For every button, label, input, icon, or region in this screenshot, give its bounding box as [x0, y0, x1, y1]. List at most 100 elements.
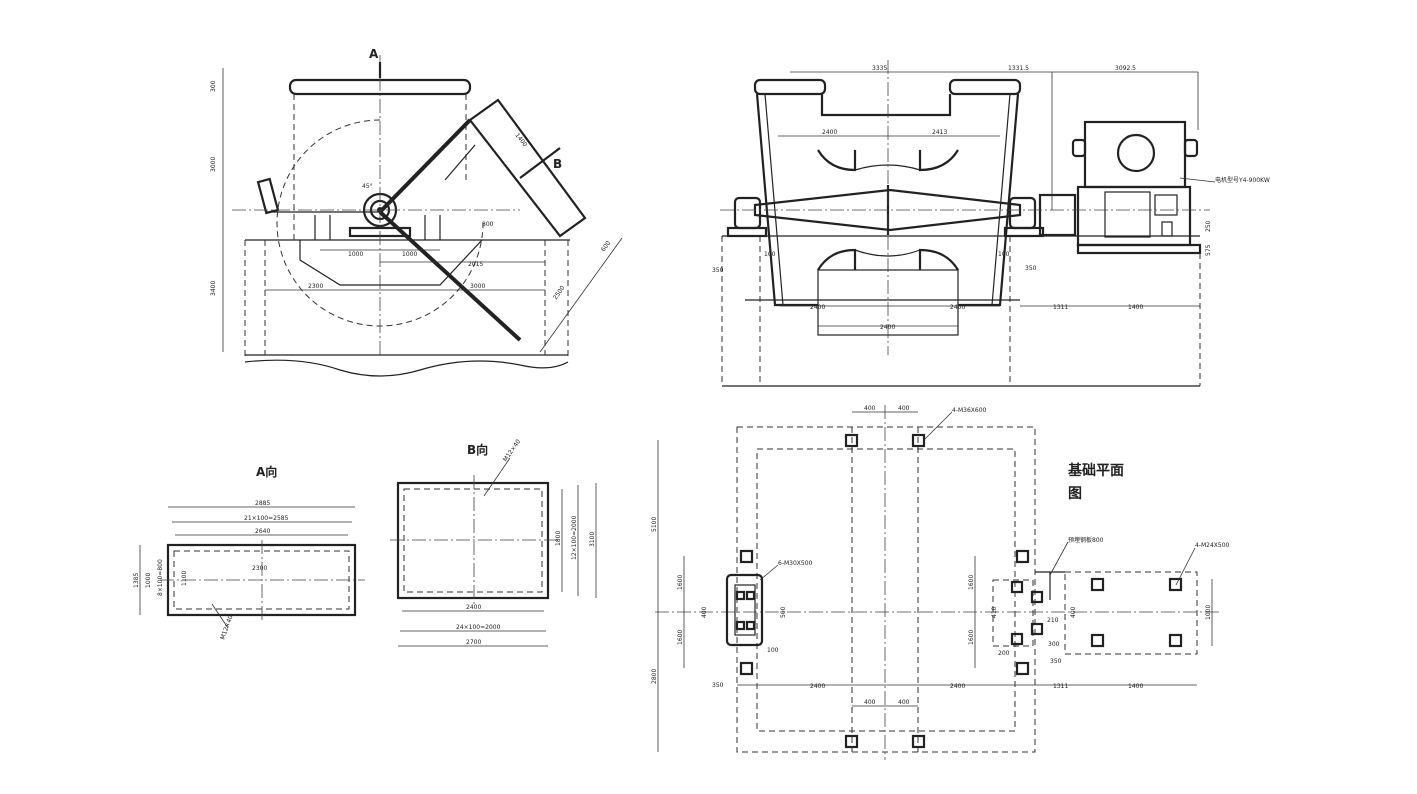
fp-dim-400e: 400: [701, 606, 708, 618]
a-dim-1000: 1000: [145, 573, 152, 588]
fp-dim-300: 300: [1048, 641, 1060, 648]
a-dim-2885: 2885: [255, 500, 270, 507]
fv-angle: 45°: [362, 183, 373, 190]
sv-dim-350a: 350: [712, 267, 724, 274]
coupling: [1038, 193, 1077, 237]
b-dim-24x: 24×100=2000: [456, 624, 501, 631]
fp-dim-2400b: 2400: [950, 683, 965, 690]
fp-dim-400d: 400: [898, 699, 910, 706]
break-line: [244, 359, 569, 377]
fp-dim-2400a: 2400: [810, 683, 825, 690]
fv-dim-2015: 2015: [468, 261, 483, 268]
sv-dim-3335: 3335: [872, 65, 887, 72]
fp-dim-2800: 2800: [651, 669, 658, 684]
right-bearing: [1008, 196, 1037, 230]
fp-dim-1311: 1311: [1053, 683, 1068, 690]
fv-dim-1400: 1400: [513, 132, 528, 148]
sv-dim-1400: 1400: [1128, 304, 1143, 311]
sv-dim-100b: 100: [998, 251, 1010, 258]
fv-dim-2500: 2500: [552, 284, 567, 301]
fv-dim-3000b: 3000: [470, 283, 485, 290]
sv-dim-1311: 1311: [1053, 304, 1068, 311]
view-a: A向 2885 21×100=2585 2640 2300 1385 1000 …: [133, 464, 365, 641]
fp-dim-100: 100: [767, 647, 779, 654]
fv-dim-3000: 3000: [210, 157, 217, 172]
rotor-shaft: [753, 188, 1022, 232]
view-a-arrow-label: A: [369, 47, 379, 61]
a-dim-1385: 1385: [133, 573, 140, 588]
fp-dim-1600d: 1600: [968, 630, 975, 645]
sv-dim-1331: 1331.5: [1008, 65, 1029, 72]
sv-dim-100a: 100: [764, 251, 776, 258]
a-dim-8x: 8×100=800: [157, 559, 164, 596]
fv-dim-800: 800: [482, 221, 494, 228]
fv-dim-600: 600: [600, 240, 612, 254]
fp-dim-200: 200: [998, 650, 1010, 657]
fv-dim-1000a: 1000: [348, 251, 363, 258]
fp-bolt4b: 4-M24X500: [1195, 542, 1230, 549]
fp-dim-1000: 1000: [1205, 605, 1212, 620]
fp-note: 预埋钢板800: [1068, 536, 1104, 544]
motor-fan-circle: [1116, 133, 1156, 173]
fp-dim-400c: 400: [864, 699, 876, 706]
sv-dim-250: 250: [1205, 220, 1212, 232]
fv-dim-300: 300: [210, 80, 217, 92]
view-b-arrow-label: B: [553, 157, 562, 171]
b-bolt-note: M12×40: [502, 438, 522, 463]
fp-dim-400b: 400: [898, 405, 910, 412]
motor-note: 电机型号Y4-900KW: [1215, 176, 1270, 184]
fv-dim-3400: 3400: [210, 281, 217, 296]
foundation-plan: 基础平面 图: [651, 405, 1230, 760]
right-top-flange: [948, 78, 1022, 96]
sv-dim-575: 575: [1205, 244, 1212, 256]
sv-dim-2413: 2413: [932, 129, 947, 136]
sv-dim-350b: 350: [1025, 265, 1037, 272]
a-dim-21x: 21×100=2585: [244, 515, 289, 522]
fp-dim-410: 410: [991, 606, 998, 618]
motor-top-box: [1083, 120, 1187, 189]
fp-dim-400f: 400: [1070, 606, 1077, 618]
fp-dim-1600a: 1600: [677, 575, 684, 590]
fp-dim-350: 350: [712, 682, 724, 689]
sv-dim-2400d: 2400: [880, 324, 895, 331]
a-dim-2640: 2640: [255, 528, 270, 535]
fp-dim-1600c: 1600: [968, 575, 975, 590]
sv-dim-2400b: 2400: [810, 304, 825, 311]
a-dim-1100: 1100: [181, 571, 188, 586]
foundation-title-line1: 基础平面: [1068, 462, 1124, 479]
view-b-title: B向: [467, 442, 488, 457]
fv-dim-2300: 2300: [308, 283, 323, 290]
outlet-duct: [468, 98, 587, 238]
b-dim-1800: 1800: [555, 531, 562, 546]
view-a-title: A向: [256, 464, 277, 479]
fv-dim-1000b: 1000: [402, 251, 417, 258]
side-view: 3335 1331.5 3092.5 2400 2413 2400 2400 2…: [712, 60, 1270, 387]
view-b: B向 M12×40 2400 24×100=2000 2700 1800 12×…: [390, 438, 597, 647]
b-dim-2700: 2700: [466, 639, 481, 646]
fp-dim-1600b: 1600: [677, 630, 684, 645]
fp-dim-5100: 5100: [651, 517, 658, 532]
left-bearing: [733, 196, 762, 230]
rotor-circle: [276, 119, 484, 327]
sv-dim-2400c: 2400: [950, 304, 965, 311]
fp-bolt6: 6-M30X500: [778, 560, 813, 567]
fp-bolt4: 4-M36X600: [952, 407, 987, 414]
motor-foundation-outline: [1064, 571, 1198, 655]
fp-dim-350b: 350: [1050, 658, 1062, 665]
foundation-title-line2: 图: [1068, 486, 1082, 502]
fp-dim-500: 500: [780, 606, 787, 618]
view-b-outer-frame: [396, 481, 550, 600]
left-bearing-pad: [725, 573, 764, 647]
fp-dim-400a: 400: [864, 405, 876, 412]
b-dim-3100: 3100: [589, 532, 596, 547]
sv-dim-2400a: 2400: [822, 129, 837, 136]
a-dim-2300: 2300: [252, 565, 267, 572]
fp-dim-1400: 1400: [1128, 683, 1143, 690]
left-top-flange: [753, 78, 827, 96]
b-dim-12x: 12×100=2000: [571, 515, 578, 560]
front-view: A B 300 3000 3400 1000 1000 2015 2300 30…: [210, 47, 623, 377]
b-dim-2400: 2400: [466, 604, 481, 611]
fp-dim-210: 210: [1047, 617, 1059, 624]
sv-dim-3092: 3092.5: [1115, 65, 1136, 72]
